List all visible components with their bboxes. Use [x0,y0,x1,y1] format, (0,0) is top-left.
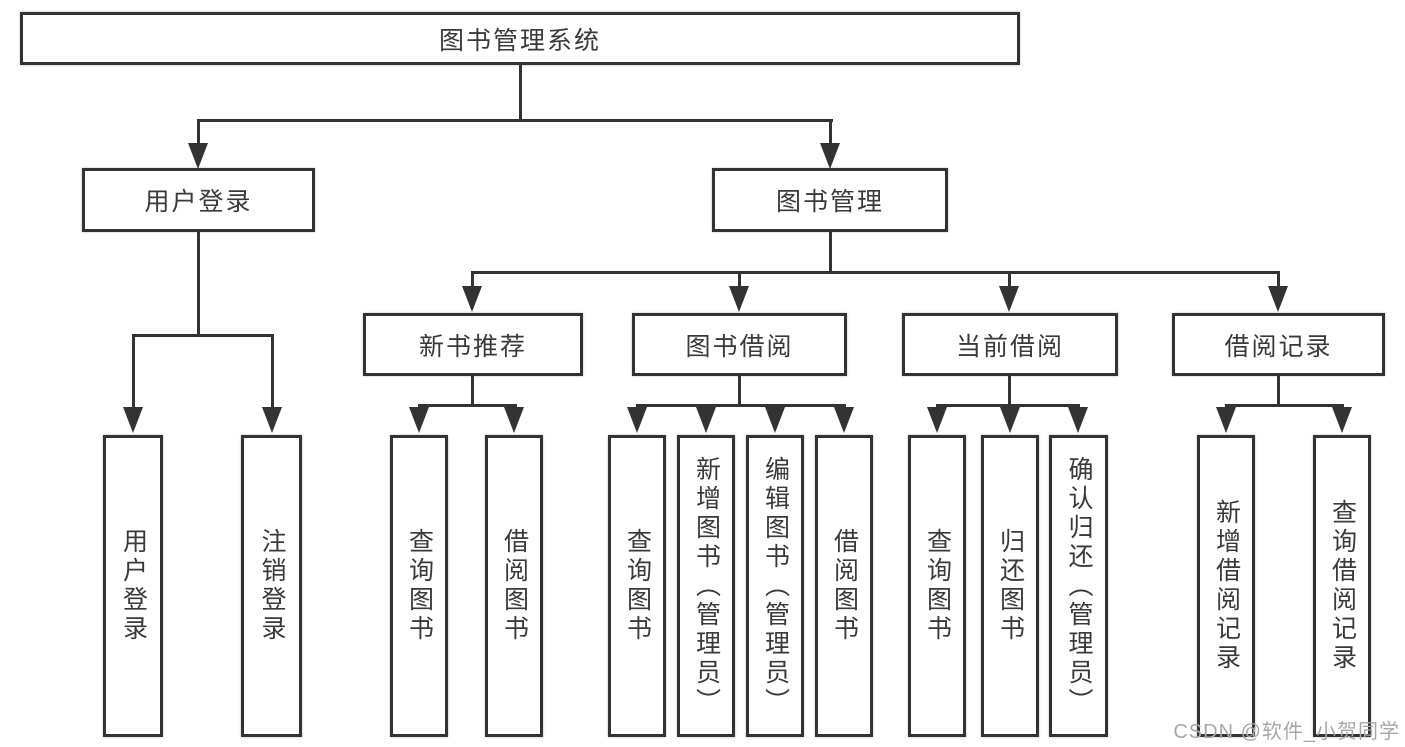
leaf-add-borrow-record-label: 新增借阅记录 [1212,499,1241,673]
arrow-down-icon [1268,286,1288,312]
node-user-login-label: 用户登录 [144,188,253,216]
connector-line [519,65,522,122]
connector-line [132,334,274,337]
connector-line [132,334,135,410]
leaf-user-login-label: 用户登录 [119,528,148,644]
arrow-down-icon [999,286,1019,312]
arrow-down-icon [927,407,947,433]
connector-line [471,271,1279,274]
leaf-add-book-admin-label: 新增图书（管理员） [692,455,721,717]
arrow-down-icon [820,143,840,169]
leaf-query-book-current: 查询图书 [908,435,966,737]
node-current-borrow: 当前借阅 [902,313,1118,376]
leaf-query-book-borrow-label: 查询图书 [623,528,652,644]
leaf-edit-book-admin: 编辑图书（管理员） [746,435,804,737]
connector-line [471,376,474,407]
node-user-login: 用户登录 [82,168,315,232]
connector-line [271,334,274,410]
arrow-down-icon [188,143,208,169]
arrow-down-icon [729,286,749,312]
leaf-query-borrow-record-label: 查询借阅记录 [1328,499,1357,673]
node-root: 图书管理系统 [20,12,1020,65]
arrow-down-icon [123,407,143,433]
node-root-label: 图书管理系统 [438,26,601,55]
arrow-down-icon [696,407,716,433]
arrow-down-icon [409,407,429,433]
leaf-return-book: 归还图书 [981,435,1039,737]
arrow-down-icon [1216,407,1236,433]
connector-line [738,376,741,407]
leaf-logout: 注销登录 [241,435,302,737]
arrow-down-icon [462,286,482,312]
leaf-query-book-recommend: 查询图书 [390,435,448,737]
leaf-query-borrow-record: 查询借阅记录 [1313,435,1371,737]
arrow-down-icon [504,407,524,433]
leaf-logout-label: 注销登录 [258,528,286,644]
connector-line [829,232,832,274]
connector-line [936,404,1080,407]
leaf-confirm-return-admin: 确认归还（管理员） [1049,435,1108,737]
leaf-add-borrow-record: 新增借阅记录 [1197,435,1255,737]
connector-line [1277,271,1280,288]
connector-line [1277,376,1280,407]
node-new-book-recommend: 新书推荐 [363,313,583,376]
leaf-borrow-book-recommend-label: 借阅图书 [500,528,529,644]
arrow-down-icon [1000,407,1020,433]
arrow-down-icon [262,407,282,433]
node-book-management: 图书管理 [712,168,948,232]
connector-line [1008,271,1011,288]
node-new-book-recommend-label: 新书推荐 [418,332,527,361]
node-book-borrow: 图书借阅 [632,313,847,376]
connector-line [471,271,474,288]
leaf-borrow-book: 借阅图书 [815,435,873,737]
node-current-borrow-label: 当前借阅 [955,332,1064,361]
leaf-borrow-book-recommend: 借阅图书 [485,435,543,737]
connector-line [738,271,741,288]
leaf-user-login: 用户登录 [103,435,163,737]
arrow-down-icon [1332,407,1352,433]
arrow-down-icon [627,407,647,433]
arrow-down-icon [834,407,854,433]
leaf-confirm-return-admin-label: 确认归还（管理员） [1065,455,1093,717]
connector-line [1008,376,1011,407]
arrow-down-icon [1068,407,1088,433]
leaf-add-book-admin: 新增图书（管理员） [677,435,735,737]
watermark: CSDN @软件_小贺同学 [1173,721,1400,743]
connector-line [1225,404,1344,407]
connector-line [197,119,200,147]
leaf-query-book-recommend-label: 查询图书 [405,528,434,644]
node-borrow-records-label: 借阅记录 [1224,332,1333,361]
connector-line [829,119,832,147]
connector-line [197,119,833,122]
node-borrow-records: 借阅记录 [1172,313,1385,376]
connector-line [636,404,846,407]
leaf-query-book-borrow: 查询图书 [608,435,666,737]
connector-line [197,232,200,337]
leaf-query-book-current-label: 查询图书 [923,528,952,644]
leaf-return-book-label: 归还图书 [996,528,1025,644]
leaf-borrow-book-label: 借阅图书 [830,528,859,644]
arrow-down-icon [765,407,785,433]
connector-line [418,404,517,407]
node-book-management-label: 图书管理 [775,188,884,216]
node-book-borrow-label: 图书借阅 [685,332,794,361]
leaf-edit-book-admin-label: 编辑图书（管理员） [761,455,790,717]
